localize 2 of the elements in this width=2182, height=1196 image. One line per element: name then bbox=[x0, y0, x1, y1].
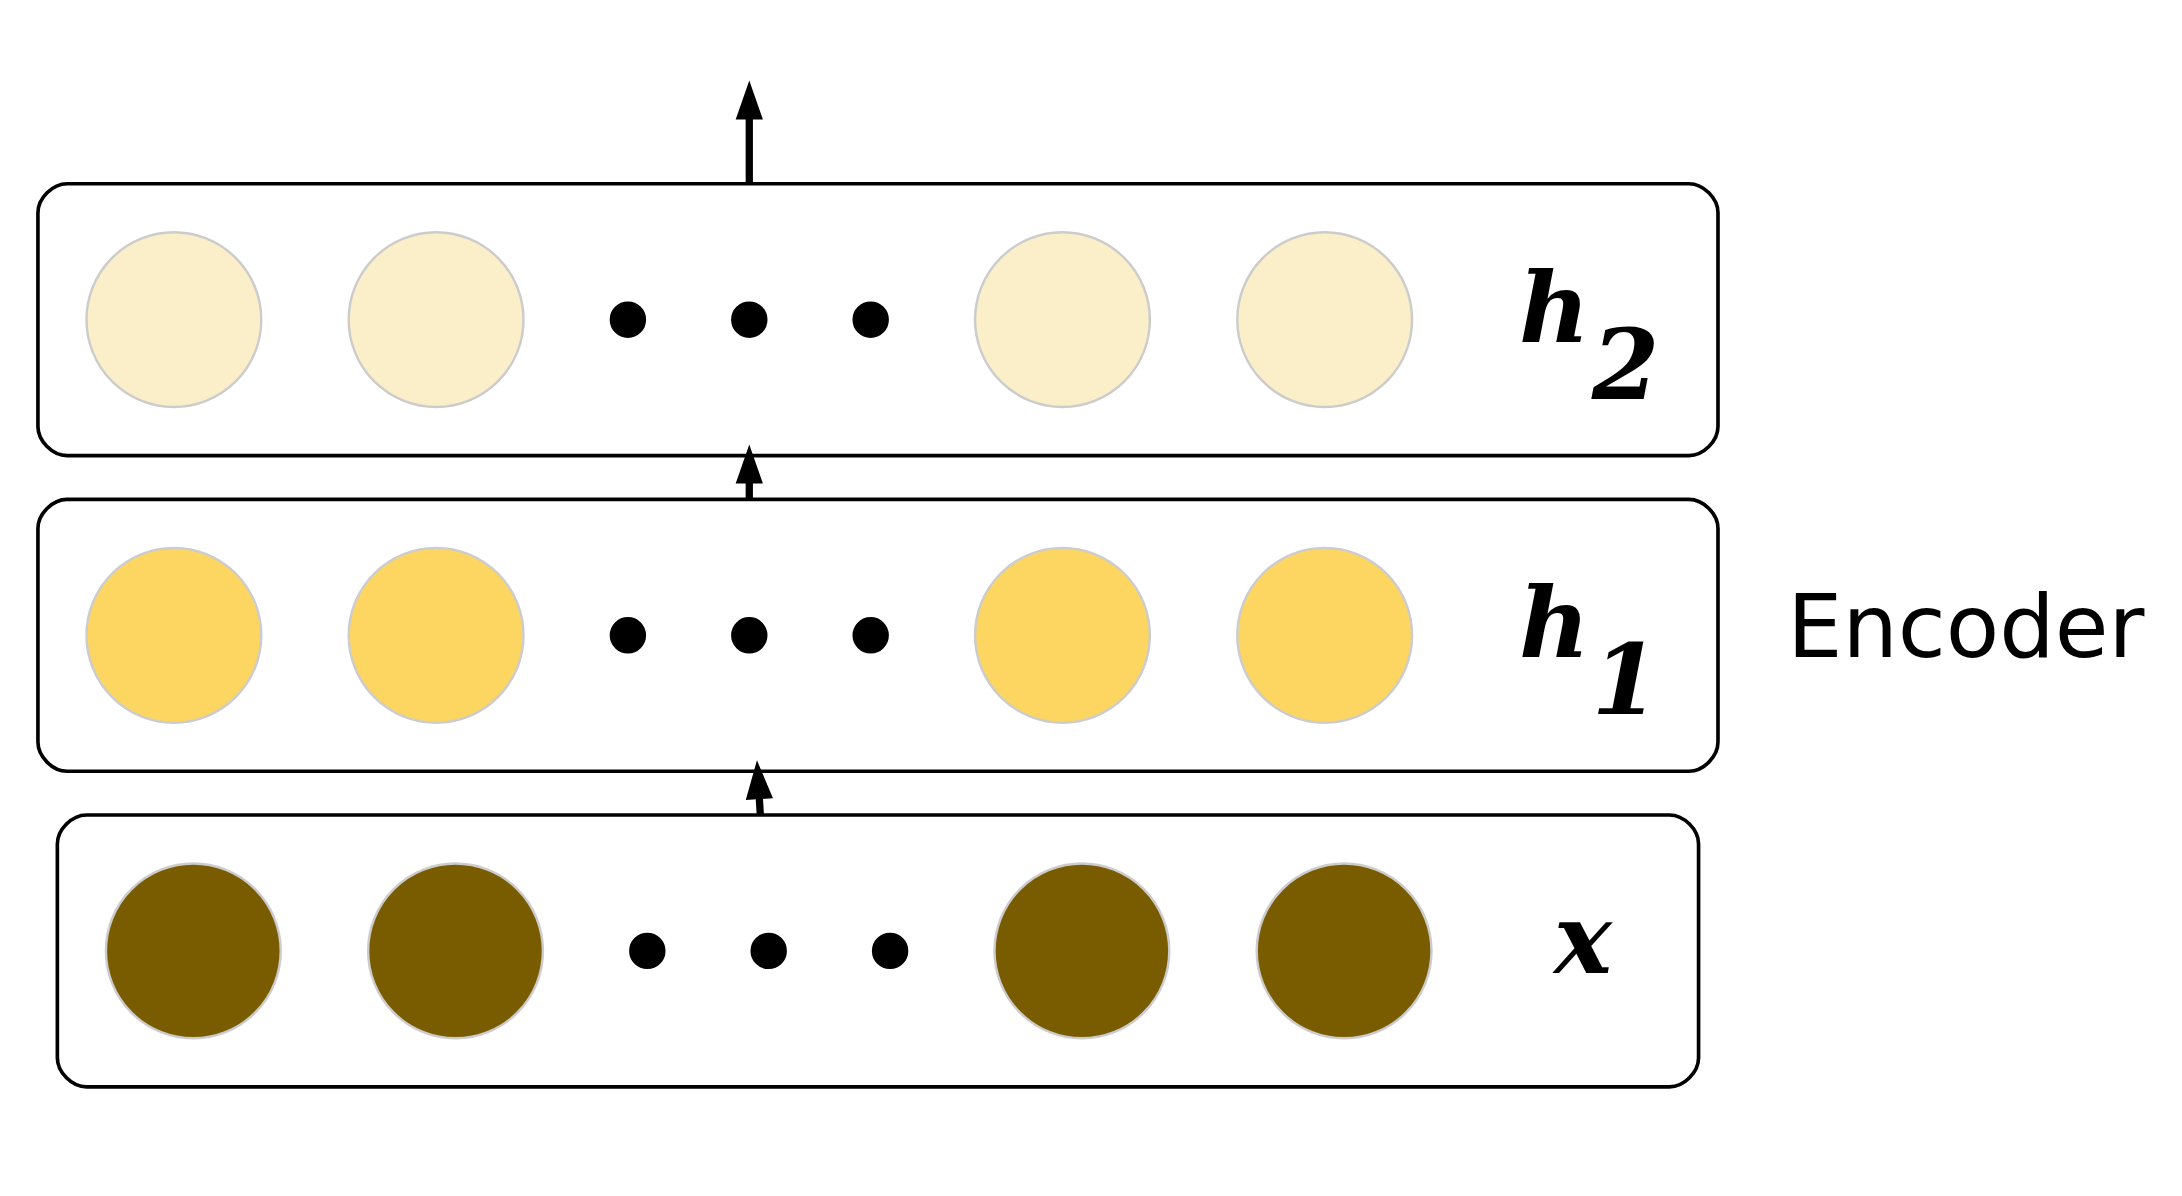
node-label: x bbox=[1554, 881, 1613, 996]
label: Encoder bbox=[1787, 575, 2145, 678]
